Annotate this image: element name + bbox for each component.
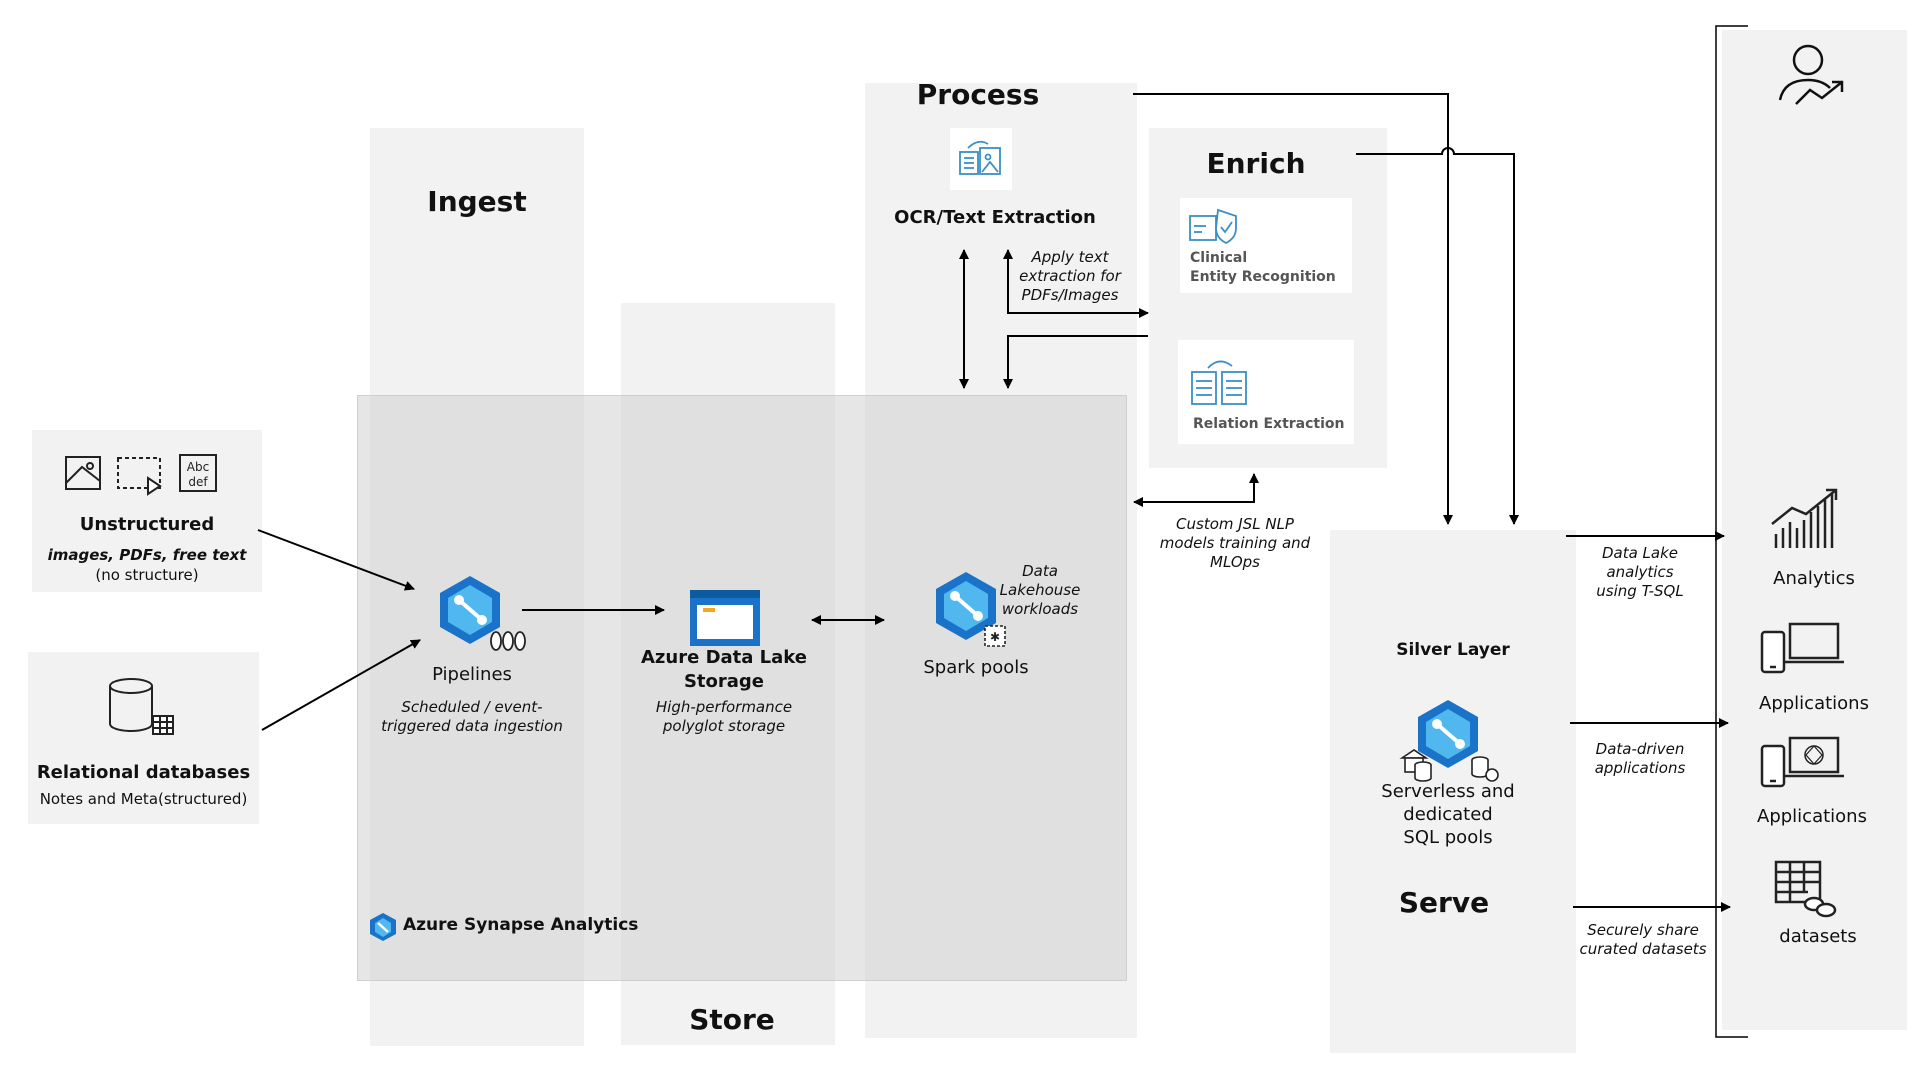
arrow-relational-to-pipelines: [261, 639, 421, 731]
share-note-line2: curated datasets: [1579, 940, 1707, 958]
spark-pools-icon: ✱: [936, 572, 1006, 647]
azure-synapse-analytics-box: [357, 395, 1127, 981]
storage-title-line1: Azure Data Lake: [641, 647, 807, 668]
application-devices-ai-icon: [1760, 736, 1844, 788]
clinical-entity-line2: Entity Recognition: [1190, 269, 1336, 285]
ocr-extraction-icon: [959, 140, 1001, 175]
storage-title-line2: Storage: [683, 671, 765, 692]
synapse-logo-icon: [370, 913, 396, 941]
arrow-process-to-serve: [1133, 93, 1453, 525]
analytics-note-line3: using T-SQL: [1596, 582, 1684, 600]
unstructured-title: Unstructured: [79, 514, 215, 535]
clinical-entity-recognition-card: [1180, 198, 1352, 293]
relational-title: Relational databases: [36, 762, 251, 783]
relation-extraction-label: Relation Extraction: [1193, 416, 1345, 432]
video-icon: [117, 457, 162, 496]
stage-title-ingest: Ingest: [427, 185, 527, 218]
apps-note-line1: Data-driven: [1595, 740, 1685, 758]
spark-pools-title: Spark pools: [923, 657, 1029, 678]
clinical-entity-line1: Clinical: [1190, 250, 1248, 266]
share-note-line1: Securely share: [1587, 921, 1699, 939]
unstructured-subtitle: images, PDFs, free text: [47, 546, 247, 564]
pipelines-desc-line2: triggered data ingestion: [381, 717, 563, 735]
relation-extraction-card: [1178, 340, 1354, 444]
clinical-entity-icon: [1189, 208, 1237, 245]
analytics-note-line1: Data Lake: [1601, 544, 1679, 562]
spark-note-line1: Data: [1022, 562, 1058, 580]
silver-desc-line2: dedicated: [1403, 804, 1493, 825]
silver-desc-line3: SQL pools: [1403, 827, 1493, 848]
synapse-label: Azure Synapse Analytics: [403, 915, 639, 935]
serve-panel: [1330, 530, 1576, 1053]
nlp-note-line1: Custom JSL NLP: [1176, 515, 1294, 533]
storage-desc-line2: polyglot storage: [662, 717, 786, 735]
arrow-enrich-to-serve: [1356, 147, 1519, 525]
datasets-share-icon: [1774, 860, 1837, 918]
storage-desc-line1: High-performance: [655, 698, 793, 716]
analytics-chart-icon: [1771, 488, 1838, 548]
arrow-enrich-to-spark: [1003, 335, 1148, 389]
unstructured-note: (no structure): [95, 566, 199, 584]
apps-note-line2: applications: [1594, 759, 1686, 777]
ocr-title: OCR/Text Extraction: [894, 207, 1096, 228]
svg-text:✱: ✱: [990, 630, 1000, 644]
user-analytics-icon: [1778, 44, 1844, 105]
applications-label-2: Applications: [1757, 806, 1867, 827]
analytics-note-line2: analytics: [1606, 563, 1674, 581]
arrow-ocr-to-enrich: [1003, 249, 1149, 318]
database-icon: [109, 678, 174, 735]
spark-note-line2: Lakehouse: [999, 581, 1081, 599]
pipelines-desc-line1: Scheduled / event-: [401, 698, 543, 716]
nlp-note-line2: models training and: [1159, 534, 1311, 552]
relation-extraction-icon: [1191, 360, 1247, 405]
image-icon: [65, 456, 101, 490]
arrow-unstructured-to-pipelines: [257, 529, 415, 591]
data-lake-storage-icon: [690, 590, 760, 646]
sql-pools-icon: [1399, 700, 1499, 782]
text-abc-icon: Abc def: [179, 454, 217, 492]
arrow-nlp-loop: [1133, 473, 1259, 507]
pipelines-icon: [440, 576, 526, 651]
datasets-label: datasets: [1779, 926, 1857, 947]
silver-layer-title: Silver Layer: [1396, 640, 1510, 660]
pipelines-title: Pipelines: [432, 664, 512, 685]
consumers-panel: [1722, 30, 1907, 1030]
relational-note: Notes and Meta(structured): [39, 790, 248, 808]
application-devices-icon: [1760, 622, 1844, 674]
stage-title-enrich: Enrich: [1206, 147, 1306, 180]
svg-text:Abc: Abc: [187, 460, 209, 474]
nlp-note-line3: MLOps: [1210, 553, 1260, 571]
stage-title-serve: Serve: [1398, 886, 1490, 919]
consumers-bracket: [1715, 25, 1748, 1038]
applications-label-1: Applications: [1759, 693, 1869, 714]
stage-title-store: Store: [689, 1003, 775, 1036]
analytics-label: Analytics: [1773, 568, 1855, 589]
spark-note-line3: workloads: [1001, 600, 1079, 618]
svg-text:def: def: [188, 475, 208, 489]
silver-desc-line1: Serverless and: [1381, 781, 1515, 802]
stage-title-process: Process: [916, 78, 1040, 111]
